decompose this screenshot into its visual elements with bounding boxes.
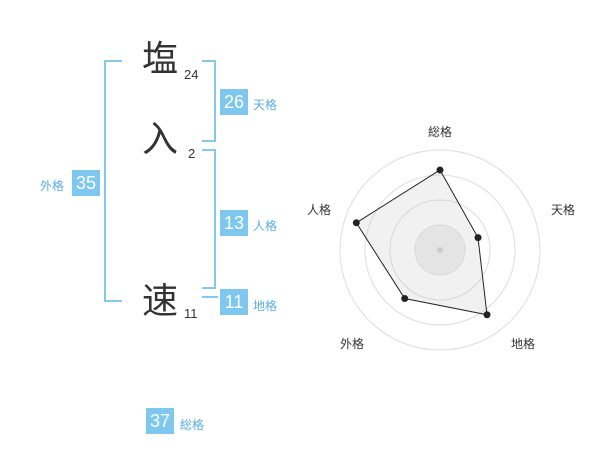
gaikaku-value: 35 [72, 170, 100, 196]
tenkaku-value: 26 [220, 89, 248, 115]
radar-grid-ring [389, 199, 491, 301]
gaikaku-bracket [104, 60, 122, 302]
name-char-3: 速 [142, 281, 179, 322]
radar-point [483, 311, 491, 319]
jinkaku-label: 人格 [253, 219, 278, 233]
radar-label-chikaku: 地格 [511, 337, 536, 351]
radar-grid-ring [339, 149, 541, 351]
radar-points [352, 166, 491, 319]
radar-area [355, 169, 488, 316]
chikaku-label: 地格 [253, 299, 278, 313]
radar-label-soukaku: 総格 [428, 125, 453, 139]
jinkaku-bracket [202, 149, 216, 289]
radar-point [436, 166, 444, 174]
radar-center [437, 247, 443, 253]
name-char-2: 入 [142, 119, 179, 160]
name-char-1: 塩 [142, 39, 179, 80]
radar-label-tenkaku: 天格 [551, 203, 576, 217]
jinkaku-value: 13 [220, 210, 248, 236]
radar-label-jinkaku: 人格 [307, 203, 332, 217]
soukaku-value: 37 [146, 408, 174, 434]
tenkaku-bracket [202, 60, 216, 142]
radar-point [401, 295, 409, 303]
tenkaku-label: 天格 [253, 98, 278, 112]
radar-point [352, 219, 360, 227]
stroke-count-1: 24 [184, 67, 199, 82]
chikaku-value: 11 [220, 289, 248, 315]
stroke-count-2: 2 [188, 146, 196, 161]
radar-point [474, 234, 482, 242]
radar-label-gaikaku: 外格 [340, 337, 365, 351]
radar-grid-ring [364, 174, 516, 326]
stroke-count-3: 11 [184, 306, 198, 321]
gaikaku-label: 外格 [40, 179, 65, 193]
soukaku-label: 総格 [180, 418, 205, 432]
radar-grid [339, 149, 541, 351]
chikaku-connector [202, 296, 218, 298]
